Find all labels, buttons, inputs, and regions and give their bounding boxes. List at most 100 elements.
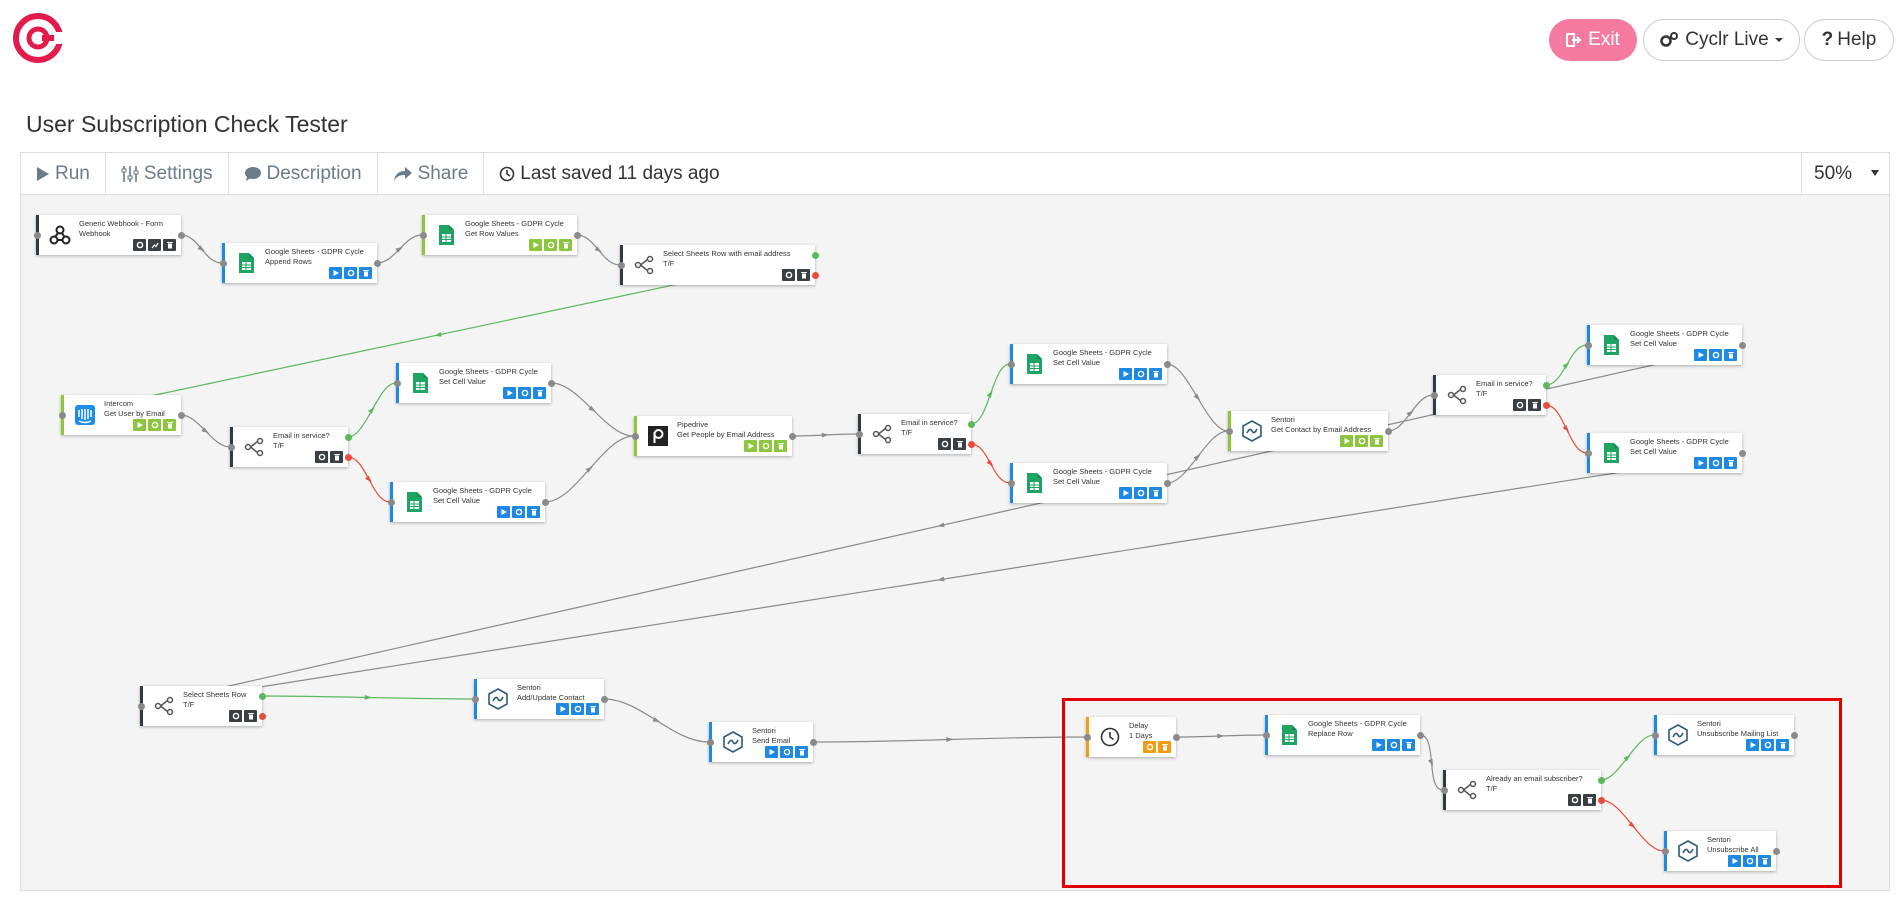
output-port[interactable]: [810, 738, 817, 746]
input-port[interactable]: [1084, 733, 1091, 741]
step-run-button[interactable]: [1119, 368, 1132, 380]
input-port[interactable]: [220, 259, 227, 267]
step-run-button[interactable]: [765, 746, 778, 758]
settings-button[interactable]: Settings: [106, 153, 229, 194]
input-port[interactable]: [1008, 479, 1015, 487]
step-delete-button[interactable]: [953, 438, 966, 450]
step-settings-button[interactable]: [1568, 794, 1581, 806]
step-delete-button[interactable]: [359, 267, 372, 279]
step-run-button[interactable]: [1694, 349, 1707, 361]
step-run-button[interactable]: [529, 239, 542, 251]
step-run-button[interactable]: [329, 267, 342, 279]
output-port[interactable]: [789, 432, 796, 440]
input-port[interactable]: [1263, 731, 1270, 739]
output-port[interactable]: [1773, 847, 1780, 855]
step-delete-button[interactable]: [244, 710, 257, 722]
true-output-port[interactable]: [1598, 776, 1605, 784]
step-run-button[interactable]: [497, 506, 510, 518]
input-port[interactable]: [1585, 449, 1592, 457]
true-output-port[interactable]: [345, 433, 352, 441]
false-output-port[interactable]: [345, 453, 352, 461]
false-output-port[interactable]: [259, 712, 266, 720]
output-port[interactable]: [1173, 733, 1180, 741]
output-port[interactable]: [1739, 341, 1746, 349]
step-delete-button[interactable]: [1528, 399, 1541, 411]
false-output-port[interactable]: [812, 271, 819, 279]
step-delete-button[interactable]: [1370, 435, 1383, 447]
output-port[interactable]: [1164, 479, 1171, 487]
step-settings-button[interactable]: [938, 438, 951, 450]
true-output-port[interactable]: [812, 251, 819, 259]
input-port[interactable]: [707, 738, 714, 746]
step-settings-button[interactable]: [759, 440, 772, 452]
step-settings-button[interactable]: [1761, 739, 1774, 751]
step-settings-button[interactable]: [571, 703, 584, 715]
cycle-step[interactable]: Email in service?T/F: [856, 414, 975, 454]
step-settings-button[interactable]: [1709, 457, 1722, 469]
input-port[interactable]: [34, 231, 41, 239]
output-port[interactable]: [1739, 449, 1746, 457]
step-settings-button[interactable]: [1134, 368, 1147, 380]
output-port[interactable]: [542, 498, 549, 506]
step-settings-button[interactable]: [518, 387, 531, 399]
step-settings-button[interactable]: [1513, 399, 1526, 411]
step-settings-button[interactable]: [1143, 741, 1156, 753]
false-output-port[interactable]: [1543, 401, 1550, 409]
step-settings-button[interactable]: [229, 710, 242, 722]
step-delete-button[interactable]: [1776, 739, 1789, 751]
step-delete-button[interactable]: [1149, 487, 1162, 499]
output-port[interactable]: [1385, 427, 1392, 435]
step-run-button[interactable]: [133, 419, 146, 431]
step-delete-button[interactable]: [1758, 855, 1771, 867]
step-delete-button[interactable]: [1149, 368, 1162, 380]
step-delete-button[interactable]: [533, 387, 546, 399]
step-run-button[interactable]: [1728, 855, 1741, 867]
run-button[interactable]: Run: [21, 153, 106, 194]
step-settings-button[interactable]: [780, 746, 793, 758]
step-delete-button[interactable]: [586, 703, 599, 715]
step-delete-button[interactable]: [1402, 739, 1415, 751]
step-delete-button[interactable]: [1158, 741, 1171, 753]
output-port[interactable]: [1417, 731, 1424, 739]
output-port[interactable]: [178, 231, 185, 239]
step-delete-button[interactable]: [330, 451, 343, 463]
step-settings-button[interactable]: [1743, 855, 1756, 867]
true-output-port[interactable]: [259, 692, 266, 700]
step-settings-button[interactable]: [782, 269, 795, 281]
description-button[interactable]: Description: [229, 153, 378, 194]
step-run-button[interactable]: [1340, 435, 1353, 447]
step-run-button[interactable]: [1119, 487, 1132, 499]
share-button[interactable]: Share: [378, 153, 485, 194]
step-delete-button[interactable]: [795, 746, 808, 758]
output-port[interactable]: [601, 695, 608, 703]
step-run-button[interactable]: [1746, 739, 1759, 751]
step-delete-button[interactable]: [527, 506, 540, 518]
step-delete-button[interactable]: [163, 419, 176, 431]
step-delete-button[interactable]: [1583, 794, 1596, 806]
step-delete-button[interactable]: [774, 440, 787, 452]
input-port[interactable]: [228, 443, 235, 451]
step-settings-button[interactable]: [1387, 739, 1400, 751]
cycle-step[interactable]: Email in service?T/F: [1431, 375, 1550, 415]
step-settings-button[interactable]: [148, 419, 161, 431]
output-port[interactable]: [374, 259, 381, 267]
exit-button[interactable]: Exit: [1549, 19, 1637, 61]
